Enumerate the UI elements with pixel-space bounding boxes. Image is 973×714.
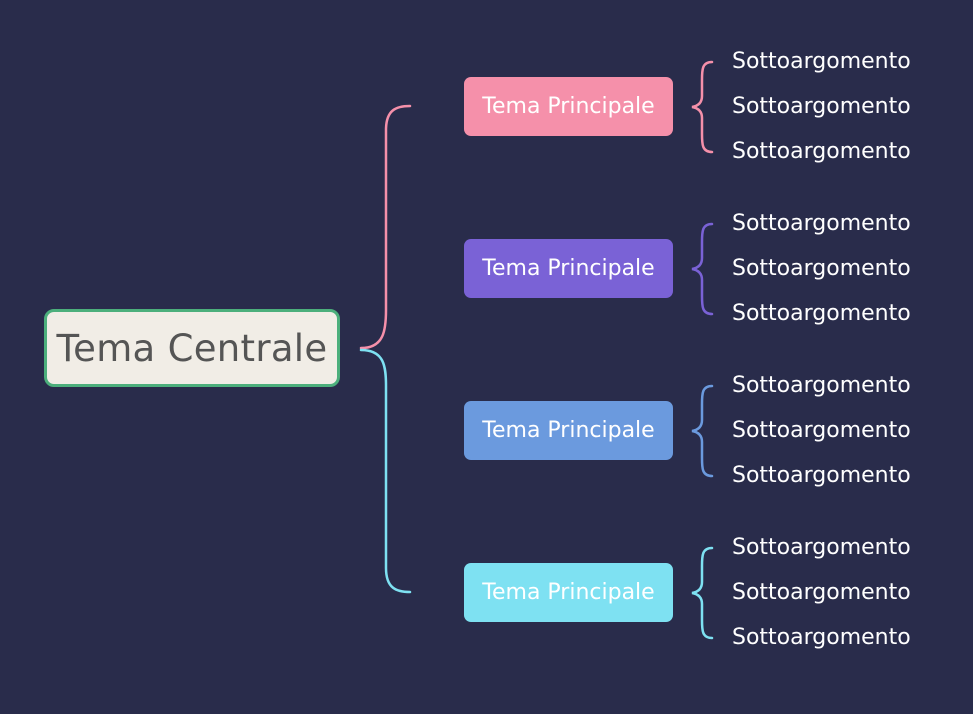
- main-topic-2[interactable]: Tema Principale: [464, 239, 673, 298]
- subtopic-1-1[interactable]: Sottoargomento: [732, 49, 911, 74]
- central-topic-label: Tema Centrale: [56, 326, 328, 370]
- connector-central-to-topic-1: [359, 104, 412, 350]
- brace-topic-1: [691, 60, 714, 154]
- subtopic-1-2[interactable]: Sottoargomento: [732, 94, 911, 119]
- central-topic[interactable]: Tema Centrale: [44, 309, 340, 387]
- connector-central-to-topic-4: [359, 348, 412, 594]
- main-topic-1[interactable]: Tema Principale: [464, 77, 673, 136]
- subtopic-4-1[interactable]: Sottoargomento: [732, 535, 911, 560]
- subtopic-4-2[interactable]: Sottoargomento: [732, 580, 911, 605]
- subtopic-1-3[interactable]: Sottoargomento: [732, 139, 911, 164]
- brace-topic-4: [691, 546, 714, 640]
- subtopic-3-2[interactable]: Sottoargomento: [732, 418, 911, 443]
- main-topic-4[interactable]: Tema Principale: [464, 563, 673, 622]
- main-topic-3-label: Tema Principale: [482, 418, 655, 443]
- subtopic-2-1[interactable]: Sottoargomento: [732, 211, 911, 236]
- subtopic-2-3[interactable]: Sottoargomento: [732, 301, 911, 326]
- brace-topic-2: [691, 222, 714, 316]
- main-topic-3[interactable]: Tema Principale: [464, 401, 673, 460]
- brace-topic-3: [691, 384, 714, 478]
- main-topic-4-label: Tema Principale: [482, 580, 655, 605]
- main-topic-1-label: Tema Principale: [482, 94, 655, 119]
- subtopic-2-2[interactable]: Sottoargomento: [732, 256, 911, 281]
- main-topic-2-label: Tema Principale: [482, 256, 655, 281]
- subtopic-4-3[interactable]: Sottoargomento: [732, 625, 911, 650]
- subtopic-3-1[interactable]: Sottoargomento: [732, 373, 911, 398]
- subtopic-3-3[interactable]: Sottoargomento: [732, 463, 911, 488]
